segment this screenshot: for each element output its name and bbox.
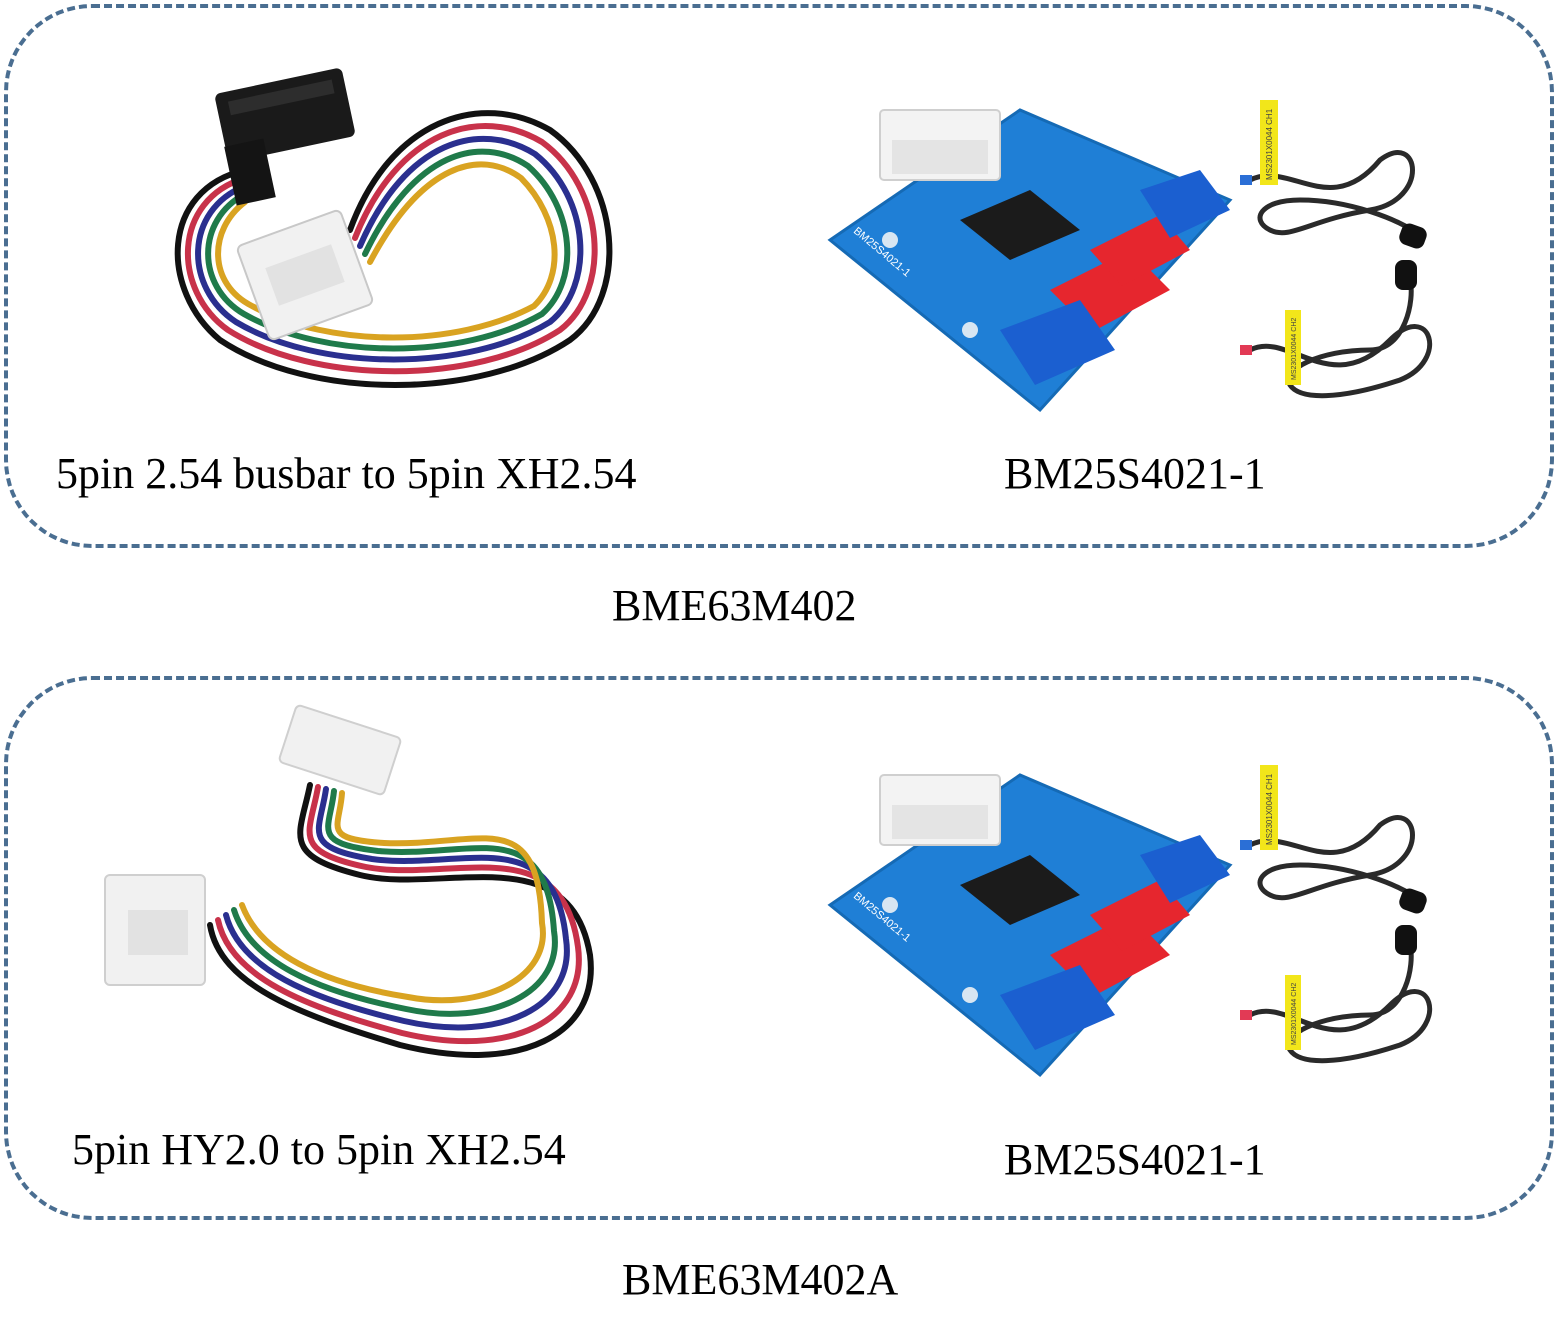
group-box-bme63m402a: [4, 676, 1554, 1220]
probe-label-ch2: MS2301X0044 CH2: [1291, 983, 1298, 1045]
temperature-probes-image: MS2301X0044 CH1 MS2301X0044 CH2: [1240, 100, 1433, 399]
cable-image-busbar-to-xh254: [174, 68, 613, 388]
group-title-bme63m402: BME63M402: [612, 581, 857, 630]
board-image-bm25s4021: BM25S4021-1: [827, 108, 1233, 413]
temperature-probes-image: MS2301X0044 CH1 MS2301X0044 CH2: [1240, 765, 1433, 1064]
board-header-connector: [879, 774, 1001, 846]
board-image-bm25s4021: BM25S4021-1: [827, 773, 1233, 1078]
busbar-connector: [215, 68, 355, 206]
hy20-connector: [278, 704, 402, 796]
group-title-bme63m402a: BME63M402A: [622, 1255, 899, 1304]
xh254-connector: [104, 874, 206, 986]
cable-image-hy20-to-xh254: [104, 704, 594, 1058]
cable-label: 5pin 2.54 busbar to 5pin XH2.54: [56, 449, 637, 498]
board-header-connector: [879, 109, 1001, 181]
group-box-bme63m402: [4, 4, 1554, 548]
cable-label: 5pin HY2.0 to 5pin XH2.54: [72, 1125, 566, 1174]
probe-label-ch2: MS2301X0044 CH2: [1291, 318, 1298, 380]
board-label: BM25S4021-1: [1004, 1135, 1266, 1184]
board-label: BM25S4021-1: [1004, 449, 1266, 498]
probe-label-ch1: MS2301X0044 CH1: [1265, 108, 1274, 180]
xh254-connector: [236, 209, 374, 341]
probe-label-ch1: MS2301X0044 CH1: [1265, 773, 1274, 845]
